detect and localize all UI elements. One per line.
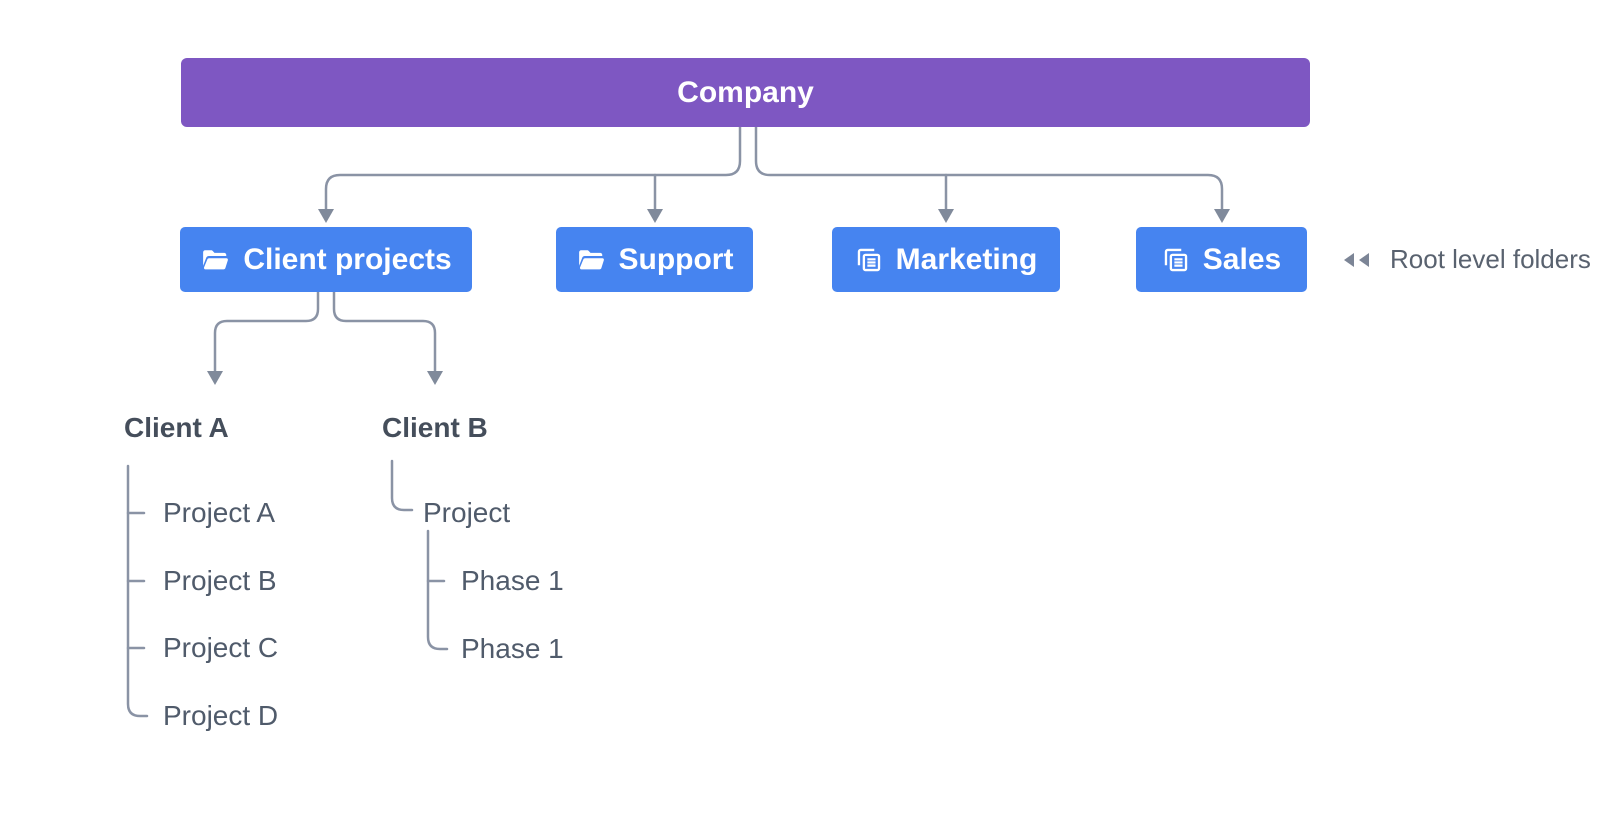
tree-item-project-a: Project A xyxy=(163,497,276,528)
connector-company-left xyxy=(324,125,742,211)
tree-item-phase-1: Phase 1 xyxy=(461,633,564,664)
arrowhead-client-projects xyxy=(318,209,334,223)
documents-icon xyxy=(855,246,883,274)
folder-node-label: Sales xyxy=(1202,242,1282,276)
folder-node-label: Client projects xyxy=(243,242,452,276)
arrowhead-support xyxy=(647,209,663,223)
folder-open-icon xyxy=(200,245,230,275)
client-a-label: Client A xyxy=(124,412,229,443)
tree-item-project-d: Project D xyxy=(163,700,279,731)
folder-open-icon xyxy=(576,245,606,275)
tree-line-project xyxy=(426,529,449,651)
folder-node-support[interactable]: Support xyxy=(556,227,753,292)
folder-node-label: Support xyxy=(618,242,734,276)
tree-item-project: Project xyxy=(423,497,511,528)
folder-node-client-projects[interactable]: Client projects xyxy=(180,227,472,292)
tree-item-project-b: Project B xyxy=(163,565,277,596)
tree-line-client-b xyxy=(390,459,414,512)
folder-node-label: Marketing xyxy=(895,242,1038,276)
company-node[interactable]: Company xyxy=(181,58,1310,127)
tree-item-phase-1: Phase 1 xyxy=(461,565,564,596)
folder-node-sales[interactable]: Sales xyxy=(1136,227,1307,292)
connector-company-right xyxy=(754,125,1224,211)
root-level-annotation: Root level folders xyxy=(1340,227,1591,292)
connector-client-a xyxy=(213,290,320,373)
connector-client-b xyxy=(332,290,437,373)
documents-icon xyxy=(1162,246,1190,274)
folder-node-marketing[interactable]: Marketing xyxy=(832,227,1060,292)
client-b-label: Client B xyxy=(382,412,488,443)
annotation-label: Root level folders xyxy=(1390,244,1591,274)
double-left-arrows-icon xyxy=(1340,251,1374,269)
tree-item-project-c: Project C xyxy=(163,632,279,663)
arrowhead-marketing xyxy=(938,209,954,223)
arrowhead-sales xyxy=(1214,209,1230,223)
arrowhead-client-b xyxy=(427,371,443,385)
tree-line-client-a xyxy=(126,464,149,718)
arrowhead-client-a xyxy=(207,371,223,385)
company-label: Company xyxy=(677,75,814,109)
